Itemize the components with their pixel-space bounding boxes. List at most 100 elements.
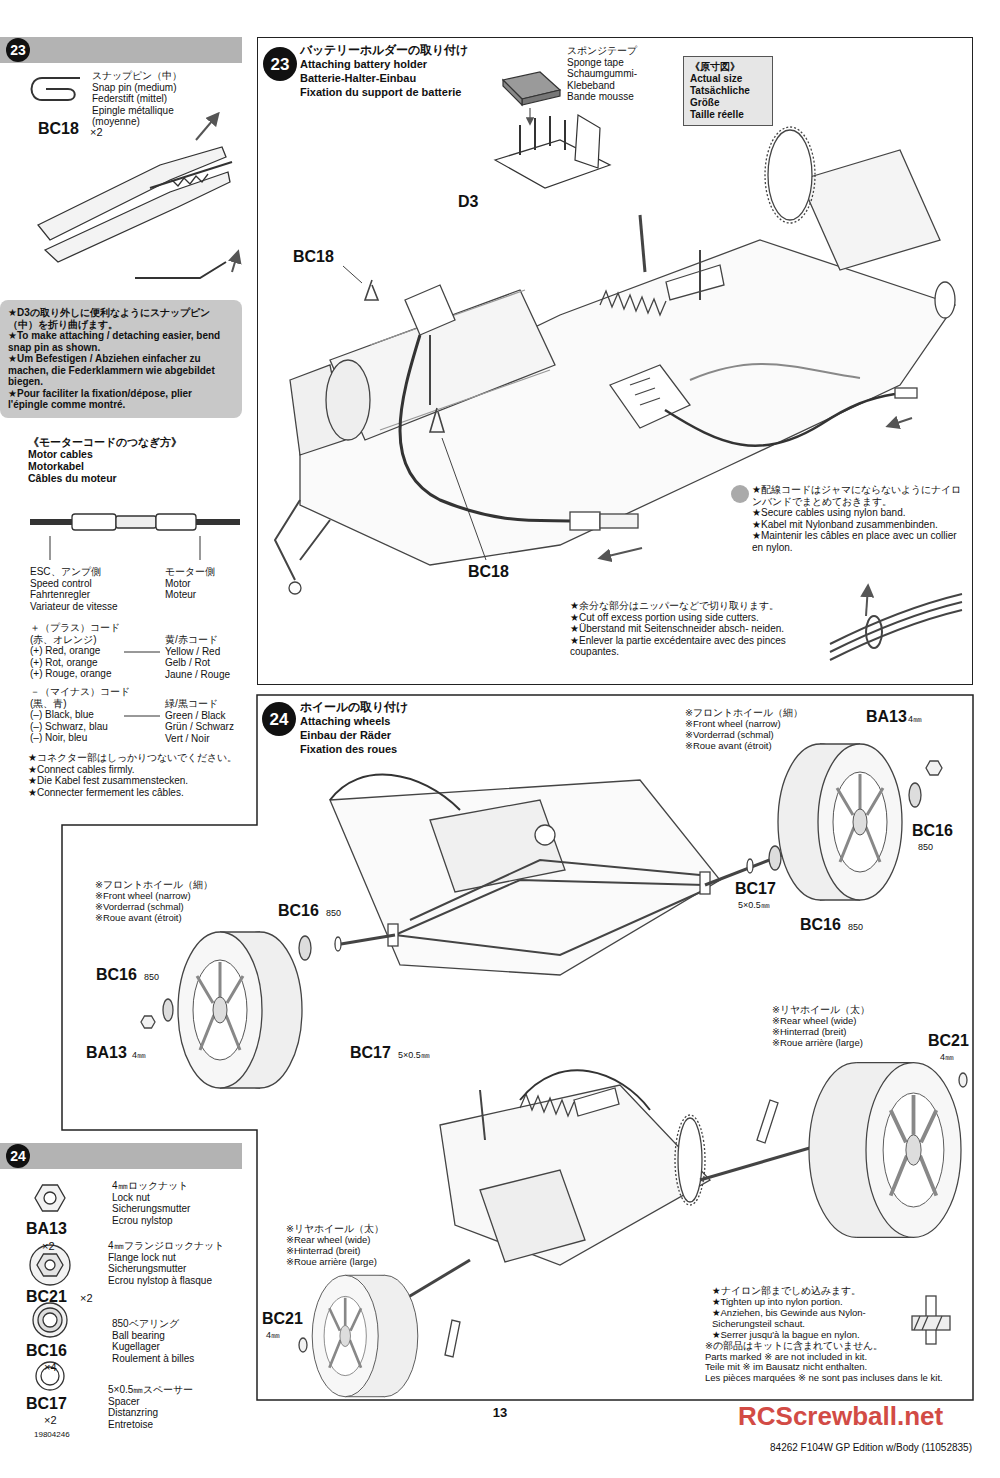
- rear-chassis: [574, 1088, 619, 1116]
- node-text: Actual size: [690, 73, 766, 85]
- rear-chassis: [445, 1320, 460, 1357]
- front-suspension: [769, 846, 781, 870]
- node-text: Batterie-Halter-Einbau: [300, 72, 550, 86]
- annotation: (–) Black, blue: [30, 709, 158, 721]
- part-number: BA13: [866, 708, 907, 726]
- annotation: ※Rear wheel (wide): [772, 1016, 922, 1027]
- motor-cable-connector: [30, 514, 240, 716]
- rear-chassis: [678, 1118, 702, 1202]
- chassis-step23: [400, 335, 570, 521]
- annotation: Entretoise: [108, 1419, 243, 1431]
- actual-size-box: 《原寸図》Actual sizeTatsächliche GrößeTaille…: [683, 56, 773, 126]
- annotation: (黒、青): [30, 698, 158, 710]
- step-number: 24: [270, 711, 289, 728]
- nylon-nut-inset: [912, 1316, 950, 1330]
- motor-cable-connector: [124, 716, 160, 717]
- illustration: [312, 1275, 418, 1396]
- motor-cable-connector: [200, 536, 201, 560]
- annotation: ★Connecter fermement les câbles.: [28, 787, 244, 799]
- annotation: 4㎜ロックナット: [112, 1180, 242, 1192]
- text-group: 23: [263, 47, 297, 81]
- annotation: 850ベアリング: [112, 1318, 242, 1330]
- annotation: Lock nut: [112, 1192, 242, 1204]
- step-number: 24: [6, 1144, 30, 1168]
- part-icons: [37, 1254, 63, 1276]
- chassis-step23: [600, 548, 642, 558]
- part-icons: [43, 1313, 57, 1327]
- annotation: ★Enlever la partie excédentaire avec des…: [570, 635, 795, 658]
- text-group: 24: [0, 1143, 242, 1168]
- annotation: 5×0.5㎜スペーサー: [108, 1384, 243, 1396]
- node-text: ★Um Befestigen / Abziehen einfacher zu m…: [8, 353, 234, 388]
- annotation: Spacer: [108, 1396, 243, 1408]
- annotation: ×2: [42, 1240, 55, 1253]
- wheel-hardware: [163, 999, 173, 1021]
- annotation: Sicherungsmutter: [108, 1263, 243, 1275]
- annotation: Snap pin (medium): [92, 82, 240, 94]
- annotation: Sicherungsmutter: [112, 1203, 242, 1215]
- annotation: ★Kabel mit Nylonband zusammenbinden.: [752, 519, 964, 531]
- chassis-step23: [442, 438, 486, 560]
- annotation: Roulement à billes: [112, 1353, 242, 1365]
- wheel-hardware: [959, 1073, 967, 1087]
- rear-chassis: [757, 1100, 778, 1143]
- motor-cable-connector: [124, 652, 160, 653]
- annotation: ※Roue arrière (large): [286, 1257, 436, 1268]
- front-suspension: [335, 937, 341, 951]
- annotation: ★Cut off excess portion using side cutte…: [570, 612, 795, 624]
- rear-chassis: [480, 1170, 585, 1262]
- chassis-step23: [429, 335, 431, 405]
- part-number: BC16: [278, 902, 319, 920]
- annotation: (–) Schwarz, blau: [30, 721, 158, 733]
- part-number: BC17: [735, 880, 776, 898]
- node-text: バッテリーホルダーの取り付け: [300, 43, 550, 58]
- annotation: ×4: [44, 1361, 57, 1374]
- annotation: ★配線コードはジャマにならないようにナイロンバンドでまとめておきます。: [752, 484, 964, 507]
- node-text: Attaching battery holder: [300, 58, 550, 72]
- chassis-step23: [630, 378, 660, 405]
- annotation: ※Front wheel (narrow): [685, 719, 865, 730]
- annotation: Parts marked ※ are not included in kit.: [705, 1352, 967, 1363]
- motor-cable-connector: [72, 514, 116, 530]
- annotation: Flange lock nut: [108, 1252, 243, 1264]
- nylon-band-inset: [830, 594, 962, 644]
- text-group: ★D3の取り外しに便利なようにスナップピン（中）を折り曲げます。★To make…: [8, 307, 234, 411]
- annotation: ★Serrer jusqu'à la bague en nylon.: [712, 1330, 902, 1341]
- chassis-step23: [935, 282, 955, 318]
- chassis-step23: [430, 408, 444, 432]
- front-suspension: [395, 860, 705, 955]
- text-group: ホイールの取り付けAttaching wheelsEinbau der Räde…: [300, 700, 550, 756]
- annotation: 850: [144, 972, 159, 982]
- annotation: ※フロントホイール（細）: [685, 708, 865, 719]
- annotation: ★余分な部分はニッパーなどで切り取ります。: [570, 600, 795, 612]
- part-number: Câbles du moteur: [28, 472, 242, 484]
- annotation: (赤、オレンジ): [30, 634, 158, 646]
- rear-chassis: [520, 1094, 574, 1116]
- annotation: (+) Rot, orange: [30, 657, 158, 669]
- pliers: [38, 114, 238, 278]
- annotation: ×2: [80, 1292, 93, 1305]
- annotation: Moteur: [165, 589, 243, 601]
- motor-cable-connector: [30, 519, 72, 525]
- node-text: ★To make attaching / detaching easier, b…: [8, 330, 234, 353]
- chassis-step23: [640, 215, 645, 272]
- part-number: BC21: [928, 1032, 969, 1050]
- motor-cable-connector: [116, 516, 156, 528]
- text-group: 23: [0, 37, 242, 62]
- illustration: [809, 1063, 961, 1238]
- step-panel: バッテリーホルダーの取り付けAttaching battery holderBa…: [257, 37, 973, 685]
- nylon-band-inset: [866, 586, 868, 616]
- chassis-step23: [326, 360, 370, 440]
- chassis-step23: [888, 418, 912, 426]
- chassis-step23: [343, 266, 362, 283]
- annotation: ★Überstand mit Seitenschneider absch- ne…: [570, 623, 795, 635]
- annotation: (+) Red, orange: [30, 645, 158, 657]
- front-suspension: [335, 935, 395, 945]
- step-number: 23: [271, 56, 290, 73]
- annotation: Grün / Schwarz: [165, 721, 243, 733]
- wheel-hardware: [141, 1016, 155, 1028]
- part-icons: [35, 1185, 65, 1211]
- annotation: Fahrtenregler: [30, 589, 155, 601]
- node-text: ★D3の取り外しに便利なようにスナップピン（中）を折り曲げます。: [8, 307, 234, 330]
- annotation: Les pièces marquées ※ ne sont pas inclus…: [705, 1373, 967, 1384]
